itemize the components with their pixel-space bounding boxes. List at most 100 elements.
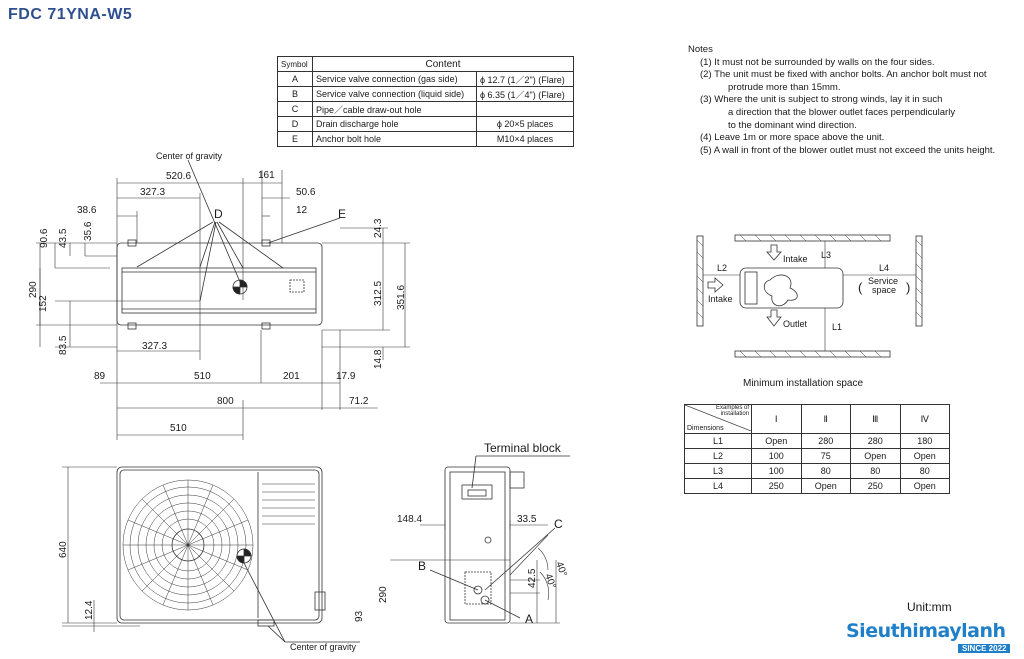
watermark-since: SINCE 2022	[958, 644, 1011, 653]
cell: 250	[751, 478, 802, 494]
row-label: L2	[684, 448, 752, 464]
label-C: C	[554, 517, 563, 531]
col-header: Ⅳ	[899, 404, 950, 434]
intake-left-label: Intake	[708, 294, 733, 304]
cell: 280	[800, 433, 851, 449]
dim-label: 17.9	[336, 371, 356, 382]
outlet-arrow	[766, 309, 782, 327]
dim-label: 42.5	[527, 568, 538, 588]
L2-label: L2	[717, 263, 727, 273]
cell: 280	[850, 433, 901, 449]
intake-top-label: Intake	[783, 254, 808, 264]
cell: 80	[850, 463, 901, 479]
install-diagram	[696, 234, 923, 358]
note-line: to the dominant wind direction.	[728, 119, 857, 131]
dim-label: 312.5	[373, 281, 384, 306]
cell: 100	[751, 463, 802, 479]
dim-label: 290	[378, 586, 389, 603]
unit-outline-side	[444, 466, 511, 624]
install-caption: Minimum installation space	[743, 378, 863, 389]
cell: 80	[800, 463, 851, 479]
col-header: Ⅱ	[800, 404, 851, 434]
content-table: Symbol Content A Service valve connectio…	[277, 56, 575, 147]
table-row: L2 100 75 Open Open	[684, 448, 950, 464]
dim-label: 12	[296, 205, 308, 216]
note-line: (1) It must not be surrounded by walls o…	[700, 56, 935, 68]
cell: Open	[751, 433, 802, 449]
corner-cell: Examples of installation Dimensions	[684, 404, 752, 434]
cell: Open	[850, 448, 901, 464]
cell: Open	[800, 478, 851, 494]
cog-label-top: Center of gravity	[156, 151, 223, 161]
corner-bottom: Dimensions	[687, 425, 724, 432]
row-symbol: C	[277, 101, 313, 117]
table-row: L1 Open 280 280 180	[684, 433, 950, 449]
label-B: B	[418, 559, 426, 573]
dim-label: 351.6	[396, 285, 407, 310]
paren-close: )	[906, 280, 910, 295]
dim-label: 93	[354, 610, 365, 622]
center-of-gravity-mark	[232, 279, 248, 295]
side-view	[390, 455, 570, 624]
cell: Open	[899, 478, 950, 494]
dim-label: 161	[258, 170, 275, 181]
col-header: Ⅰ	[751, 404, 802, 434]
note-line: (5) A wall in front of the blower outlet…	[700, 144, 996, 156]
wall-bottom	[734, 350, 891, 358]
label-D: D	[214, 207, 223, 221]
dim-label: 148.4	[397, 514, 422, 525]
label-A: A	[525, 612, 533, 626]
dim-label: 201	[283, 371, 300, 382]
cell: 250	[850, 478, 901, 494]
dim-label: 50.6	[296, 187, 316, 198]
note-line: (2) The unit must be fixed with anchor b…	[700, 69, 987, 81]
dim-label: 510	[170, 423, 187, 434]
table-row: B Service valve connection (liquid side)…	[277, 86, 575, 102]
dim-label: 14.8	[373, 349, 384, 369]
watermark-logo: Sieuthimaylanh	[846, 620, 1006, 642]
cell: 100	[751, 448, 802, 464]
space-table: Examples of installation Dimensions Ⅰ Ⅱ …	[684, 404, 950, 494]
dim-label: 33.5	[517, 514, 537, 525]
dim-label: 327.3	[140, 187, 165, 198]
intake-top-arrow	[766, 244, 782, 261]
cog-label-front: Center of gravity	[290, 642, 357, 652]
dim-label: 800	[217, 396, 234, 407]
terminal-block-label: Terminal block	[484, 441, 562, 455]
note-line: a direction that the blower outlet faces…	[728, 106, 956, 118]
dim-label: 640	[58, 541, 69, 558]
row-label: L1	[684, 433, 752, 449]
dim-label: 520.6	[166, 171, 191, 182]
intake-left-arrow	[707, 277, 724, 293]
cell: Open	[899, 448, 950, 464]
wall-left	[696, 235, 704, 327]
notes-block: Notes (1) It must not be surrounded by w…	[688, 44, 995, 157]
notes-heading: Notes	[688, 44, 713, 55]
row-label: L4	[684, 478, 752, 494]
dim-label: 12.4	[84, 600, 95, 620]
table-row: L4 250 Open 250 Open	[684, 478, 950, 494]
cell: 75	[800, 448, 851, 464]
note-line: (4) Leave 1m or more space above the uni…	[700, 132, 885, 144]
L4-label: L4	[879, 263, 889, 273]
corner-top: Examples of installation	[715, 405, 749, 417]
cell: 180	[899, 433, 950, 449]
dim-label: 152	[38, 295, 49, 312]
dim-label: 90.6	[39, 228, 50, 248]
table-row: C Pipe／cable draw-out hole	[277, 101, 575, 117]
unit-label: Unit:mm	[907, 600, 952, 614]
col-header: Ⅲ	[850, 404, 901, 434]
dim-label: 290	[28, 281, 39, 298]
center-of-gravity-mark-front	[236, 548, 252, 564]
dim-label: 71.2	[349, 396, 369, 407]
dim-label: 40°	[542, 572, 558, 590]
unit-outline-front	[116, 466, 323, 624]
note-line: protrude more than 15mm.	[728, 81, 841, 93]
top-view	[36, 159, 410, 440]
space-header-row: Examples of installation Dimensions Ⅰ Ⅱ …	[684, 404, 950, 434]
dim-label: 89	[94, 371, 106, 382]
fan-grille	[122, 479, 254, 611]
row-symbol: E	[277, 131, 313, 147]
wall-right	[915, 235, 923, 327]
